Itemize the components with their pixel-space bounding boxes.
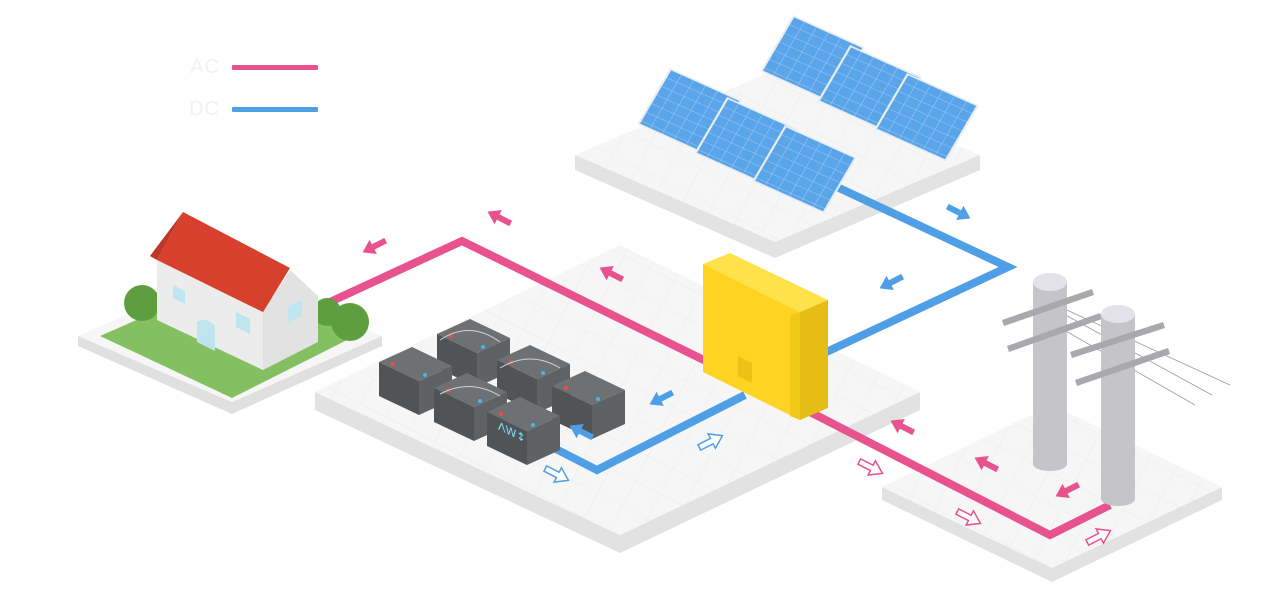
- window: [173, 285, 185, 304]
- pole: [1002, 273, 1102, 471]
- flow-arrows: [362, 203, 1112, 547]
- battery: [552, 371, 625, 439]
- flow-arrow-icon: [362, 237, 388, 255]
- flow-arrow-icon: [569, 423, 595, 441]
- flow-arrow-icon: [696, 433, 724, 452]
- flow-arrow-icon: [599, 265, 625, 283]
- legend-swatch-ac: [232, 65, 318, 70]
- legend-item-dc: DC: [150, 98, 318, 121]
- flow-arrow-icon: [1055, 481, 1081, 499]
- battery-wires: [439, 330, 561, 397]
- utility-pole-icon: [1002, 273, 1231, 506]
- window: [288, 300, 302, 322]
- dc-power-line: [548, 176, 1018, 475]
- flow-arrow-icon: [954, 507, 982, 526]
- flow-arrow-icon: [1084, 528, 1112, 547]
- solar-panel: [752, 125, 857, 214]
- window: [236, 312, 250, 334]
- flow-arrow-icon: [879, 273, 905, 291]
- grid-platform: [882, 405, 1222, 582]
- inverter-panel: [738, 356, 752, 383]
- inverter-icon: [703, 253, 828, 420]
- pole: [1070, 305, 1170, 506]
- flow-arrow-icon: [890, 418, 916, 436]
- flow-arrow-icon: [649, 389, 675, 407]
- house-front-wall: [157, 260, 263, 370]
- battery-icon: ΛW↕: [379, 319, 625, 465]
- legend-item-ac: AC: [150, 56, 318, 79]
- door: [197, 319, 215, 351]
- flow-arrow-icon: [542, 464, 570, 483]
- flow-arrow-icon: [487, 209, 513, 227]
- legend-label-ac: AC: [190, 56, 220, 78]
- solar-panel: [874, 73, 979, 162]
- tree: [331, 303, 369, 341]
- battery: ΛW↕: [487, 397, 560, 465]
- flow-arrow-icon: [974, 455, 1000, 473]
- house-icon: [100, 212, 369, 398]
- flow-arrow-icon: [945, 203, 971, 221]
- solar-panel-icon: [637, 15, 979, 214]
- legend-swatch-dc: [232, 107, 318, 112]
- legend-label-dc: DC: [189, 98, 220, 120]
- tree: [124, 285, 160, 321]
- roof: [157, 212, 290, 312]
- flow-arrow-icon: [856, 457, 884, 476]
